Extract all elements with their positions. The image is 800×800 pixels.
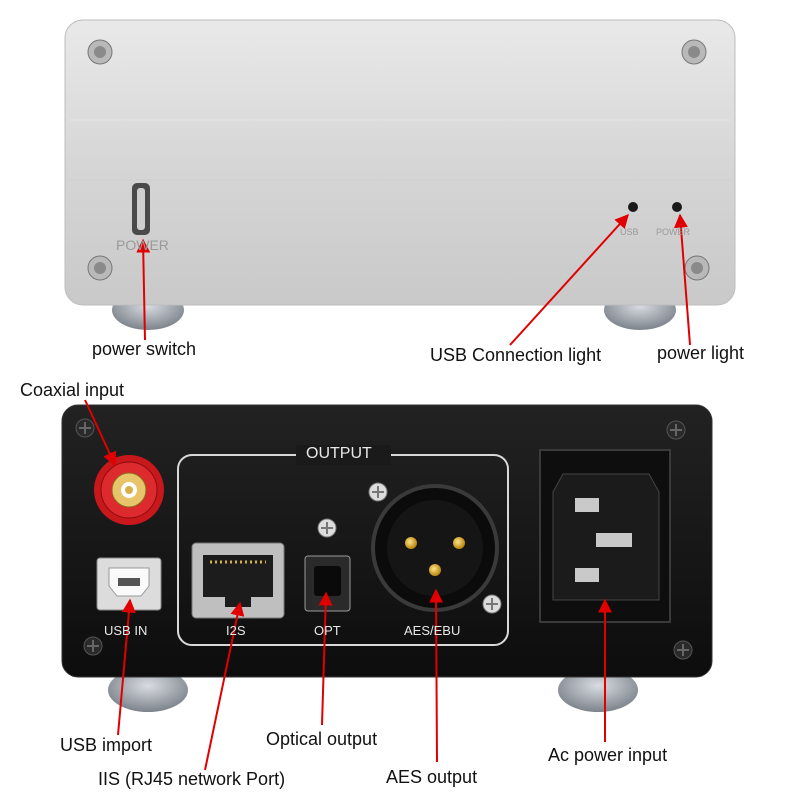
front-power-engraving: POWER [116, 237, 169, 253]
front-screw-tr [681, 39, 707, 65]
callout-power-switch: power switch [92, 339, 197, 359]
front-usb-engraving: USB [620, 227, 639, 237]
callout-usb-connection-light: USB Connection light [430, 345, 602, 365]
front-panel [64, 19, 736, 330]
callout-optical-output: Optical output [266, 729, 378, 749]
front-chassis [64, 19, 736, 306]
rear-screw-tr [666, 420, 686, 440]
output-label: OUTPUT [306, 445, 372, 462]
arrow-power-switch [136, 238, 151, 341]
annotation-lines [84, 213, 691, 771]
rear-screw-tl [75, 418, 95, 438]
arrow-usb-light [509, 213, 629, 346]
arrow-power-light [673, 213, 691, 346]
rear-right-foot [558, 668, 638, 712]
ac-power-inlet[interactable] [539, 449, 671, 623]
aes-ebu-xlr-connector[interactable] [368, 482, 502, 614]
power-led [672, 202, 682, 212]
callout-ac-power-input: Ac power input [548, 745, 668, 765]
arrow-usb-import [117, 598, 136, 736]
callout-power-light: power light [657, 343, 745, 363]
power-switch-toggle[interactable] [132, 183, 150, 235]
optical-port[interactable] [304, 518, 351, 612]
rear-panel [61, 404, 713, 712]
callout-usb-import: USB import [60, 735, 153, 755]
callout-aes-output: AES output [386, 767, 478, 787]
arrow-aes [429, 588, 444, 763]
callout-iis-port: IIS (RJ45 network Port) [98, 769, 286, 789]
front-screw-br [684, 255, 710, 281]
arrow-optical [318, 591, 333, 726]
aes-ebu-label: AES/EBU [404, 623, 461, 638]
front-power-led-engraving: POWER [656, 227, 691, 237]
usb-in-label: USB IN [104, 623, 148, 638]
front-screw-tl [87, 39, 113, 65]
usb-b-port[interactable] [96, 557, 162, 611]
opt-label: OPT [314, 623, 341, 638]
front-screw-bl [87, 255, 113, 281]
usb-led [628, 202, 638, 212]
i2s-label: I2S [226, 623, 246, 638]
coaxial-rca-jack[interactable] [94, 455, 164, 525]
arrow-iis [204, 601, 245, 771]
callout-coaxial-input: Coaxial input [20, 380, 125, 400]
arrow-coaxial [84, 399, 117, 467]
rj45-port[interactable] [191, 542, 285, 619]
rear-left-foot [108, 668, 188, 712]
rear-screw-bl [83, 636, 103, 656]
rear-screw-br [673, 640, 693, 660]
